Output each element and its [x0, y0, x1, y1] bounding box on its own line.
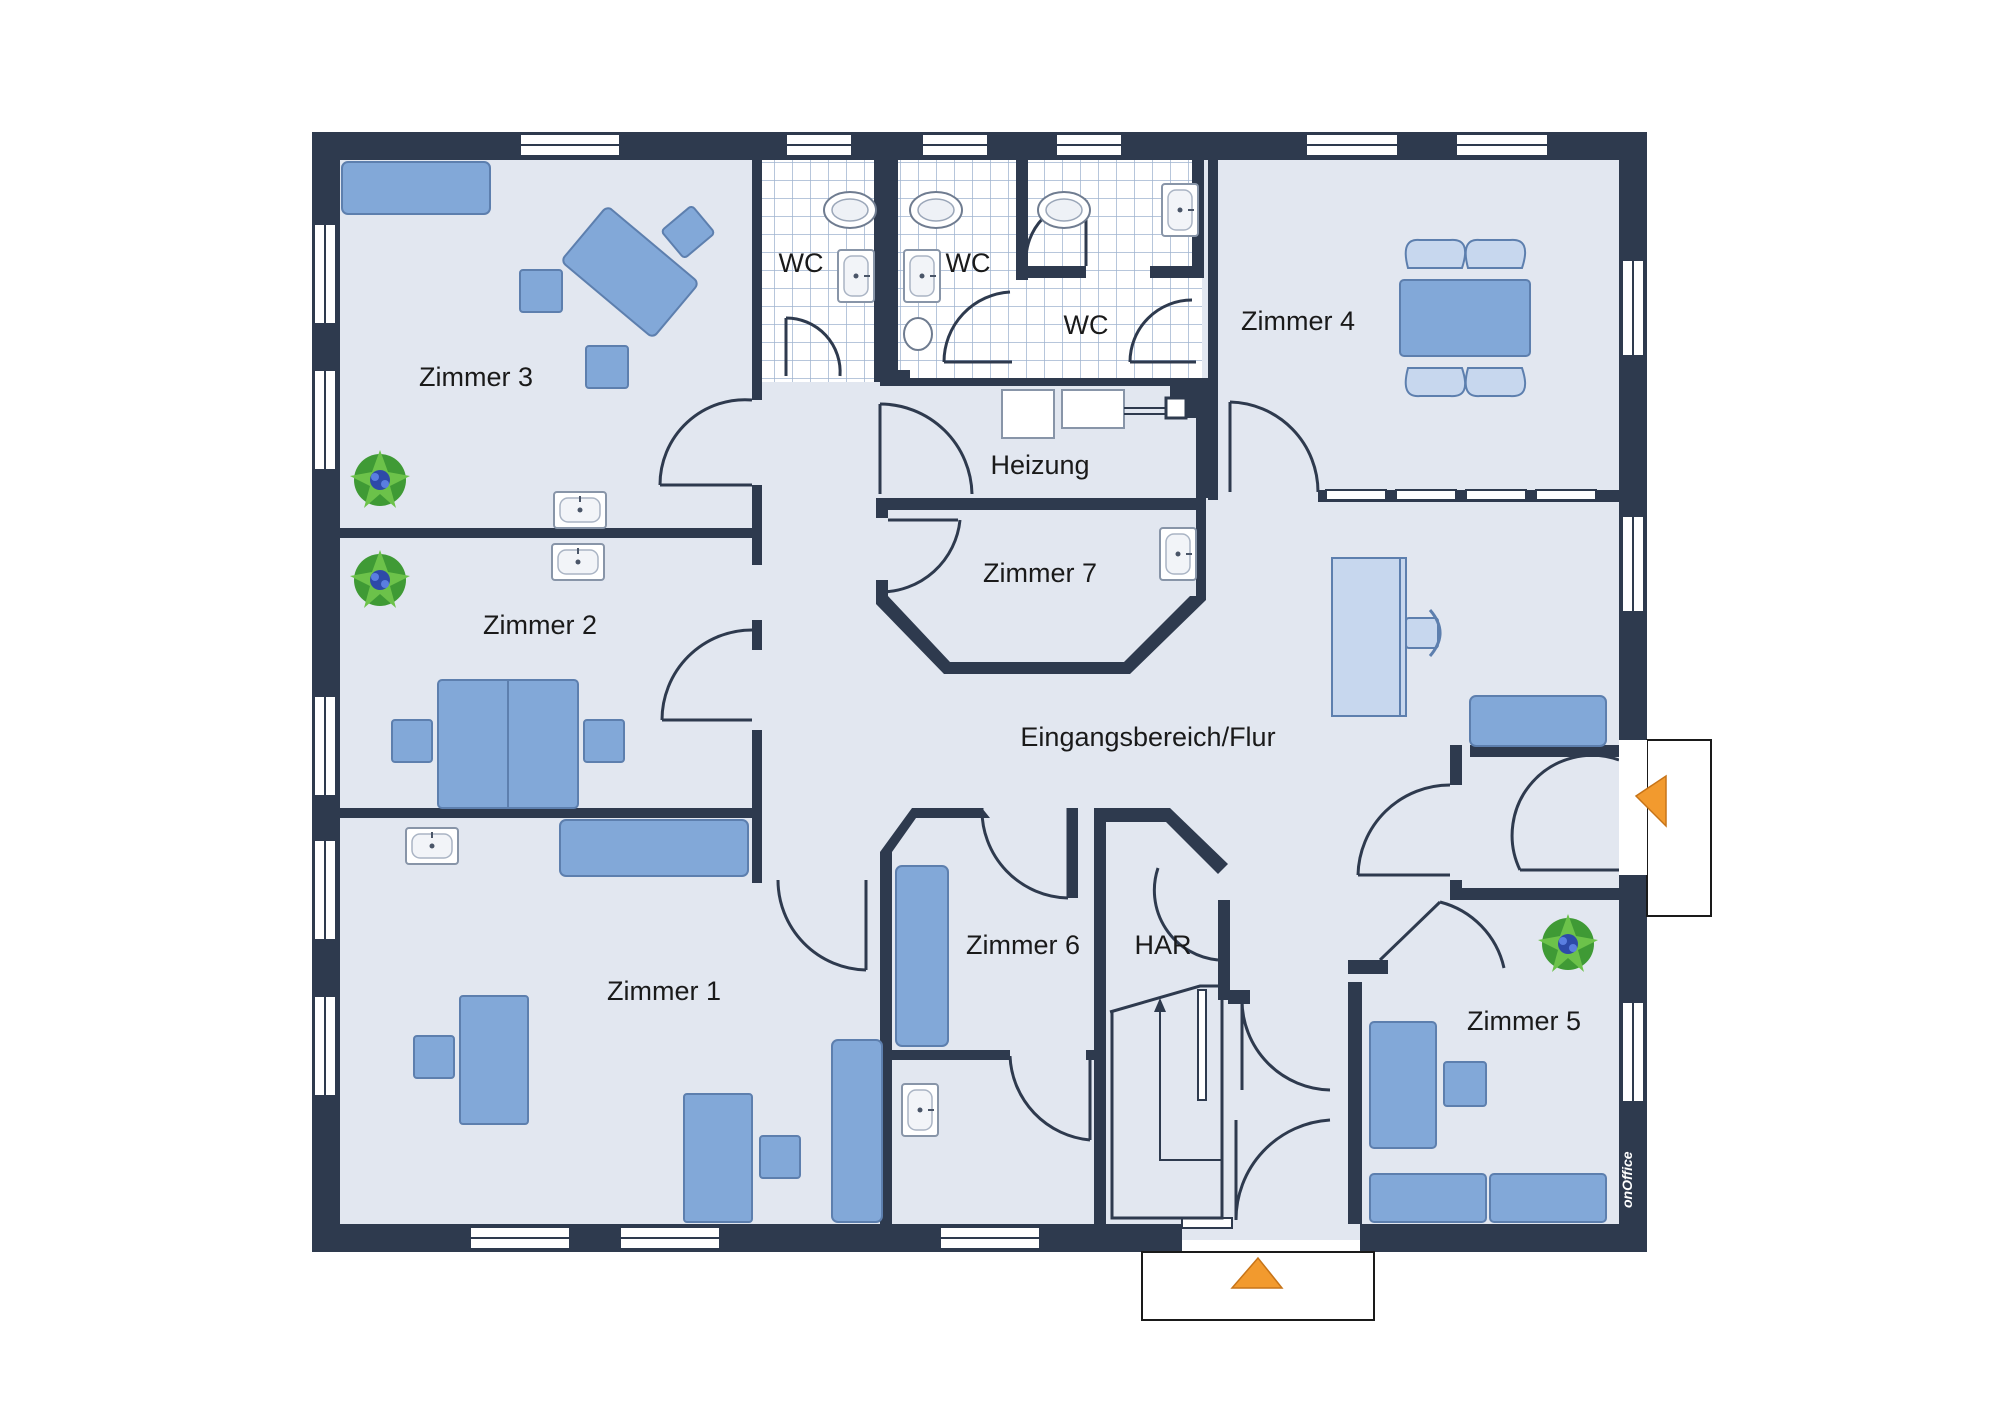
side-entrance-arrow-icon [1634, 774, 1667, 828]
room-label-heizung: Heizung [990, 450, 1089, 480]
room-label-har: HAR [1134, 930, 1191, 960]
room-label-zimmer1: Zimmer 1 [607, 976, 721, 1006]
room-label-zimmer4: Zimmer 4 [1241, 306, 1355, 336]
room-label-wc3: WC [1064, 310, 1109, 340]
entrance-arrow-icon [1230, 1256, 1284, 1289]
har-unit [1109, 984, 1224, 1220]
doors [658, 198, 1620, 1221]
room-label-zimmer2: Zimmer 2 [483, 610, 597, 640]
side-entrance-opening [1619, 740, 1647, 875]
interior-walls [338, 160, 1619, 1224]
room-label-zimmer5: Zimmer 5 [1467, 1006, 1581, 1036]
onoffice-logo: onOffice [1619, 1151, 1635, 1208]
room-label-zimmer3: Zimmer 3 [419, 362, 533, 392]
side-entrance-porch [1646, 739, 1712, 917]
logo-text: onOffice [1619, 1151, 1635, 1208]
windows [313, 133, 1645, 1250]
room-label-zimmer6: Zimmer 6 [966, 930, 1080, 960]
room-label-zimmer7: Zimmer 7 [983, 558, 1097, 588]
room-label-flur: Eingangsbereich/Flur [1020, 722, 1275, 752]
furniture [341, 161, 1607, 1223]
room-label-wc1: WC [779, 248, 824, 278]
entrance-porch [1141, 1251, 1375, 1321]
room-label-wc2: WC [946, 248, 991, 278]
